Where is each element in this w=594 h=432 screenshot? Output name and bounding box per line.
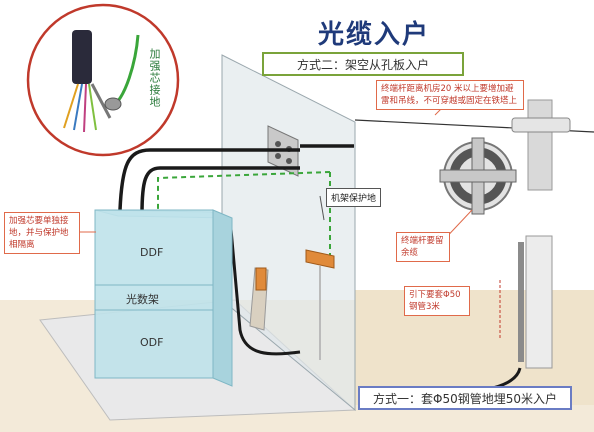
cable-to-rack-outer [118, 148, 300, 211]
pole-clamp [511, 117, 571, 133]
steel-pipe [518, 242, 524, 362]
callout-line-frame-ground [319, 195, 325, 221]
frame-ground-note: 机架保护地 [326, 188, 382, 207]
strength-core-inset [26, 3, 180, 157]
terminal-pole-bottom [525, 235, 553, 369]
terminal-pole-note: 终端杆要留余缆 [396, 232, 450, 262]
inset-strength-core-label: 加强芯接地 [148, 48, 161, 108]
cable-slack-reel [439, 137, 517, 215]
mode-two-label: 方式二：架空从孔板入户 [262, 52, 464, 76]
ddf-label: DDF [140, 246, 164, 259]
tower-distance-note: 终端杆距离机房20 米以上要增加避雷和吊线，不可穿越或固定在铁塔上 [376, 80, 524, 110]
page-title: 光缆入户 [318, 20, 431, 50]
terminal-pole-top [527, 99, 553, 191]
strength-core-note: 加强芯要单独接地，并与保护地相隔离 [4, 212, 80, 254]
odf-label: ODF [140, 336, 164, 349]
ground-bar-right [305, 249, 335, 360]
fiber-frame-label: 光数架 [126, 293, 159, 306]
ground-bar-left [249, 267, 269, 331]
mode-one-label: 方式一：套Φ50钢管地埋50米入户 [358, 386, 572, 410]
floor-cable [228, 217, 301, 356]
frame-ground-wire [157, 171, 331, 214]
soil-patch [355, 290, 594, 405]
distribution-rack [94, 209, 233, 387]
steel-pipe-note: 引下要套Φ50钢管3米 [404, 286, 470, 316]
cable-to-rack-inner [140, 166, 300, 215]
